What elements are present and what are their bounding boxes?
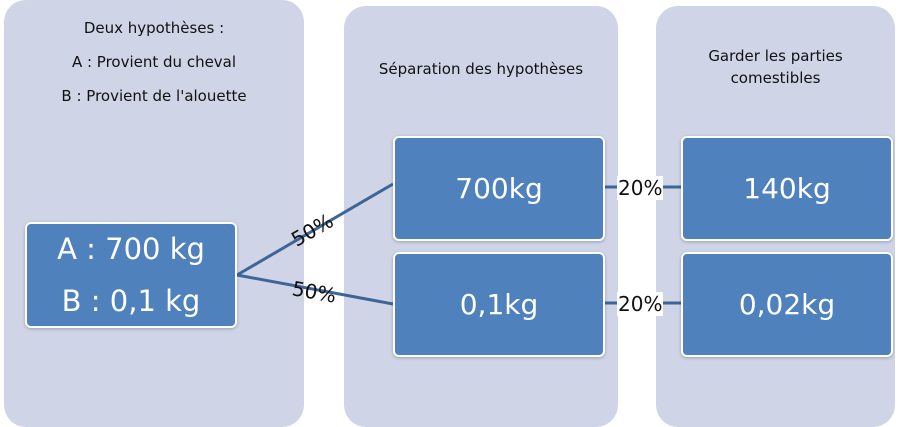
separation-title: Séparation des hypothèses (378, 60, 584, 78)
garder-title-line2: comestibles (730, 69, 821, 87)
separation-bottom-box: 0,1kg (393, 252, 605, 357)
keep-top-box: 140kg (681, 136, 893, 241)
hypothesis-b-text: B : Provient de l'alouette (61, 87, 247, 105)
hypotheses-panel: Deux hypothèses : A : Provient du cheval… (4, 0, 304, 427)
keep-top-label: 20% (617, 176, 664, 200)
separation-top-box: 700kg (393, 136, 605, 241)
keep-bottom-box: 0,02kg (681, 252, 893, 357)
start-b-value: B : 0,1 kg (61, 284, 201, 318)
hypotheses-title: Deux hypothèses : (83, 19, 225, 37)
split-bottom-line (236, 273, 394, 306)
start-quantities-box: A : 700 kg B : 0,1 kg (25, 222, 237, 328)
hypothesis-a-text: A : Provient du cheval (71, 53, 237, 71)
start-a-value: A : 700 kg (57, 232, 205, 266)
keep-bottom-label: 20% (617, 292, 664, 316)
garder-title-line1: Garder les parties (708, 47, 843, 65)
split-top-line (236, 182, 394, 277)
